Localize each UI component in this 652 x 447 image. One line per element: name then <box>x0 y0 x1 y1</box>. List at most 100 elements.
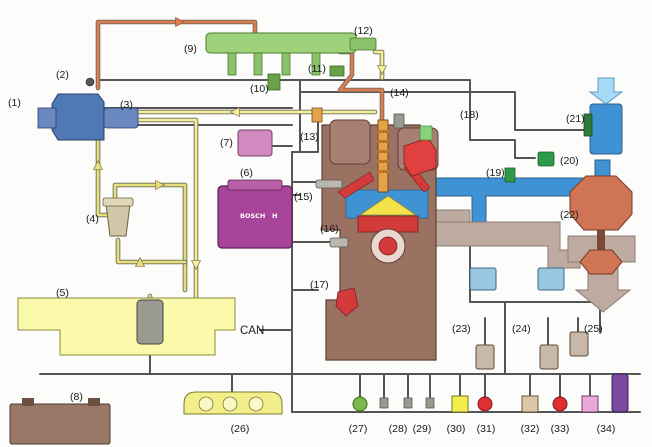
air-mass-meter-body <box>589 103 623 155</box>
flow-arrow-hp-1 <box>175 17 186 27</box>
label-boost-actuator: (20) <box>560 155 579 167</box>
label-fuel-filter: (4) <box>86 213 99 225</box>
label-glow-plug: (15) <box>294 191 313 203</box>
rail-outlet-0 <box>227 52 237 76</box>
pressure-control-valve-body <box>329 65 345 77</box>
injector-ring-2 <box>377 150 389 153</box>
label-injector: (14) <box>390 87 409 99</box>
flow-arrow-return-2 <box>377 65 387 76</box>
pump-body <box>51 93 105 141</box>
ecu-connector <box>227 179 283 191</box>
egr-valve-actuator <box>419 125 433 141</box>
return-line-rail <box>372 49 385 81</box>
turbo-shaft <box>597 230 605 252</box>
injector-ring-1 <box>377 140 389 143</box>
exhaust-pipe <box>429 221 581 269</box>
pressure-valve-body <box>85 77 95 87</box>
fuel-filter-cap <box>102 197 134 207</box>
air-mass-meter-sensor <box>583 113 593 137</box>
connecting-rod-end <box>378 236 398 256</box>
fuel-filter-body <box>105 203 131 237</box>
label-common-rail: (9) <box>184 43 197 55</box>
label-crankshaft-sensor: (17) <box>310 279 329 291</box>
camshaft-cover-left <box>329 119 371 165</box>
label-warning-lamp-31: (31) <box>477 423 496 435</box>
label-actuator-25: (25) <box>584 323 603 335</box>
feed-line-filter-out-outline <box>115 237 188 265</box>
turbo-turbine-wheel <box>579 249 623 275</box>
air-inlet-arrow <box>588 77 624 105</box>
return-line-to-tank <box>117 117 199 303</box>
return-line-to-tank-fill <box>118 118 198 302</box>
injector-ring-4 <box>377 170 389 173</box>
injector-body <box>377 119 389 193</box>
flow-arrow-feed-3 <box>135 256 145 267</box>
wire-6 <box>469 134 536 159</box>
intake-valve <box>337 171 375 199</box>
actuator-valve-23 <box>475 344 495 370</box>
label-camshaft-sensor: (13) <box>300 131 319 143</box>
wire-5 <box>299 91 586 131</box>
label-boost-pressure-sensor: (19) <box>486 167 505 179</box>
wire-4 <box>299 119 319 153</box>
pedal-switch-0 <box>379 397 389 409</box>
rail-outlet-2 <box>281 52 291 76</box>
turbo-compressor-wheel <box>569 175 633 231</box>
warning-lamp-33-body <box>552 396 568 412</box>
actuator-valve-24 <box>539 344 559 370</box>
diagnosis-connector-body <box>611 373 629 413</box>
label-warning-lamp-33: (33) <box>551 423 570 435</box>
gauge-1 <box>222 396 238 412</box>
fuel-pickup-unit <box>136 299 164 345</box>
battery-body <box>9 403 111 445</box>
glow-plug-body <box>315 179 343 189</box>
boost-actuator-body <box>537 151 555 167</box>
injector-connector <box>393 113 405 129</box>
combustion-flame <box>358 195 418 216</box>
label-fuel-tank: (5) <box>56 287 69 299</box>
fan-control-body <box>521 395 539 413</box>
rail-outlet-3 <box>311 52 321 76</box>
actuator-valve-25 <box>569 331 589 357</box>
boost-pressure-sensor-body <box>504 167 516 183</box>
accelerator-pedal-body <box>352 396 368 412</box>
label-battery: (8) <box>70 391 83 403</box>
rail-outlet-1 <box>253 52 263 76</box>
glow-control-unit-body <box>237 129 273 157</box>
fuel-tank-body <box>17 297 236 356</box>
metering-unit-body <box>103 107 139 129</box>
label-brake-switch: (29) <box>413 423 432 435</box>
ecu-brand-text: BOSCH <box>240 212 265 220</box>
wire-16 <box>469 229 601 333</box>
flow-arrow-return-3 <box>191 260 201 271</box>
label-metering-unit: (3) <box>120 99 133 111</box>
common-rail-body <box>205 32 357 54</box>
label-air-mass-meter: (21) <box>566 113 585 125</box>
engine-block <box>311 107 439 361</box>
label-rail-pressure-sensor: (10) <box>250 83 269 95</box>
can-bus-label: CAN <box>240 325 264 337</box>
camshaft-sensor-body <box>311 107 323 123</box>
label-diagnosis-lamp: (34) <box>597 423 616 435</box>
rail-pressure-sensor-body <box>267 73 281 91</box>
pump-flange <box>37 107 57 129</box>
fuel-components <box>17 32 377 356</box>
label-speed-control: (30) <box>447 423 466 435</box>
crankshaft-sensor-wheel <box>335 287 359 317</box>
warning-lamp-31-body <box>477 396 493 412</box>
label-flow-limiter: (12) <box>354 25 373 37</box>
injector-ring-3 <box>377 160 389 163</box>
injector-ring-0 <box>377 130 389 133</box>
turbocharger <box>569 175 633 275</box>
flow-arrow-feed-1 <box>93 159 103 170</box>
label-glow-control-unit: (7) <box>220 137 233 149</box>
label-clutch-switch: (28) <box>389 423 408 435</box>
battery-terminal-pos <box>88 398 100 406</box>
flow-arrow-feed-2 <box>155 180 166 190</box>
feed-line-filter-out <box>115 237 188 265</box>
label-actuator-23: (23) <box>452 323 471 335</box>
battery-terminal-neg <box>22 398 34 406</box>
label-pressure-valve: (2) <box>56 69 69 81</box>
label-accelerator-pedal: (27) <box>349 423 368 435</box>
